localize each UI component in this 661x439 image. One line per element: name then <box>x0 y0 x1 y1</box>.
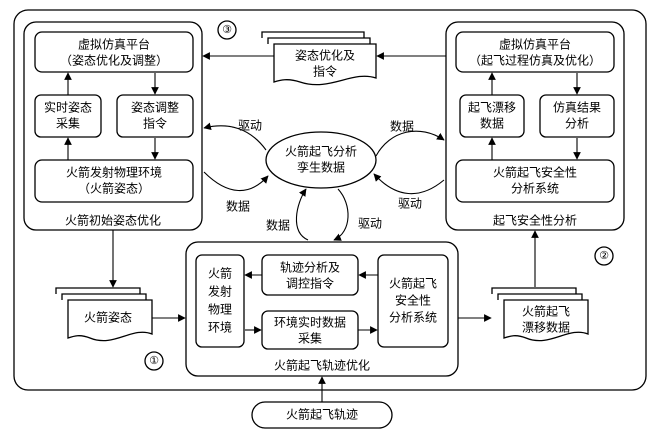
bottom-section-label: 火箭起飞轨迹优化 <box>274 358 370 373</box>
right-platform-box <box>455 31 615 73</box>
label-drive-left: 驱动 <box>238 119 262 133</box>
label-drive-right: 驱动 <box>398 197 422 211</box>
bottom-panel-frame <box>185 241 459 377</box>
badge-2-label: ② <box>599 249 609 262</box>
realtime-attitude-line1: 实时姿态 <box>44 100 92 115</box>
attitude-adjust-line1: 姿态调整 <box>131 100 179 115</box>
label-data-bottom: 数据 <box>266 218 290 233</box>
drift-data-line1: 起飞漂移 <box>468 101 516 115</box>
left-section-label: 火箭初始姿态优化 <box>65 213 161 228</box>
trajectory-cmd-line2: 调控指令 <box>286 276 334 291</box>
realtime-attitude-line2: 采集 <box>56 116 80 131</box>
badge-3 <box>217 20 237 40</box>
left-physical-env-box <box>34 159 194 203</box>
left-platform-box <box>34 31 194 73</box>
sim-result-line1: 仿真结果 <box>553 101 601 115</box>
right-section-label: 起飞安全性分析 <box>493 213 577 228</box>
bottom-safety-line3: 分析系统 <box>389 311 437 325</box>
bottom-physical-env-box <box>195 254 245 348</box>
label-data-right: 数据 <box>390 119 414 134</box>
drift-data-line2: 数据 <box>480 116 504 131</box>
right-safety-system-box <box>455 159 615 203</box>
right-platform-line1: 虚拟仿真平台 <box>499 37 571 52</box>
trajectory-cmd-line1: 轨迹分析及 <box>280 261 340 275</box>
left-platform-line2: （姿态优化及调整） <box>60 53 168 68</box>
sim-result-box <box>539 94 615 138</box>
badge-1-label: ① <box>149 354 159 367</box>
arrow-data-left <box>203 171 269 192</box>
left-document-text: 火箭姿态 <box>84 310 132 325</box>
bottom-physical-line4: 环境 <box>208 320 232 335</box>
left-physical-env-line1: 火箭发射物理环境 <box>66 165 162 180</box>
env-collect-line2: 采集 <box>298 331 322 346</box>
right-document-stack <box>491 287 589 342</box>
left-platform-line1: 虚拟仿真平台 <box>78 37 150 52</box>
badge-3-label: ③ <box>222 23 232 36</box>
attitude-adjust-line2: 指令 <box>143 116 167 131</box>
right-platform-line2: （起飞过程仿真及优化） <box>469 53 601 68</box>
attitude-adjust-box <box>116 94 194 138</box>
bottom-safety-line1: 火箭起飞 <box>389 276 437 291</box>
twin-data-line2: 孪生数据 <box>297 160 345 175</box>
arrow-data-right <box>375 130 445 157</box>
twin-data-line1: 火箭起飞分析 <box>285 144 357 159</box>
right-panel-frame <box>445 21 625 231</box>
bottom-safety-line2: 安全性 <box>395 293 431 308</box>
bottom-physical-line2: 发射 <box>208 284 232 299</box>
outer-frame <box>13 9 647 391</box>
arrow-drive-left <box>203 122 267 151</box>
top-document-line2: 指令 <box>313 64 337 79</box>
env-collect-line1: 环境实时数据 <box>274 315 346 330</box>
arrow-data-bottom <box>295 188 309 241</box>
arrow-drive-bottom <box>333 188 349 241</box>
bottom-safety-system-box <box>377 254 449 348</box>
twin-data-ellipse <box>265 131 377 189</box>
label-data-left: 数据 <box>226 199 250 214</box>
bottom-physical-line1: 火箭 <box>208 266 232 281</box>
top-document-stack <box>261 31 377 86</box>
sim-result-line2: 分析 <box>565 117 589 131</box>
label-drive-bottom: 驱动 <box>358 217 382 231</box>
right-safety-line2: 分析系统 <box>511 182 559 196</box>
arrow-drive-right <box>373 173 445 195</box>
trajectory-input-label: 火箭起飞轨迹 <box>286 407 358 422</box>
right-document-line1: 火箭起飞 <box>522 304 570 319</box>
left-physical-env-line2: （火箭姿态） <box>78 181 150 196</box>
left-document-stack <box>55 287 153 342</box>
badge-2 <box>594 246 614 266</box>
top-document-line1: 姿态优化及 <box>295 49 355 63</box>
bottom-physical-line3: 物理 <box>208 303 232 317</box>
right-document-line2: 漂移数据 <box>522 320 570 335</box>
right-safety-line1: 火箭起飞安全性 <box>493 165 577 180</box>
badge-1 <box>144 351 164 371</box>
